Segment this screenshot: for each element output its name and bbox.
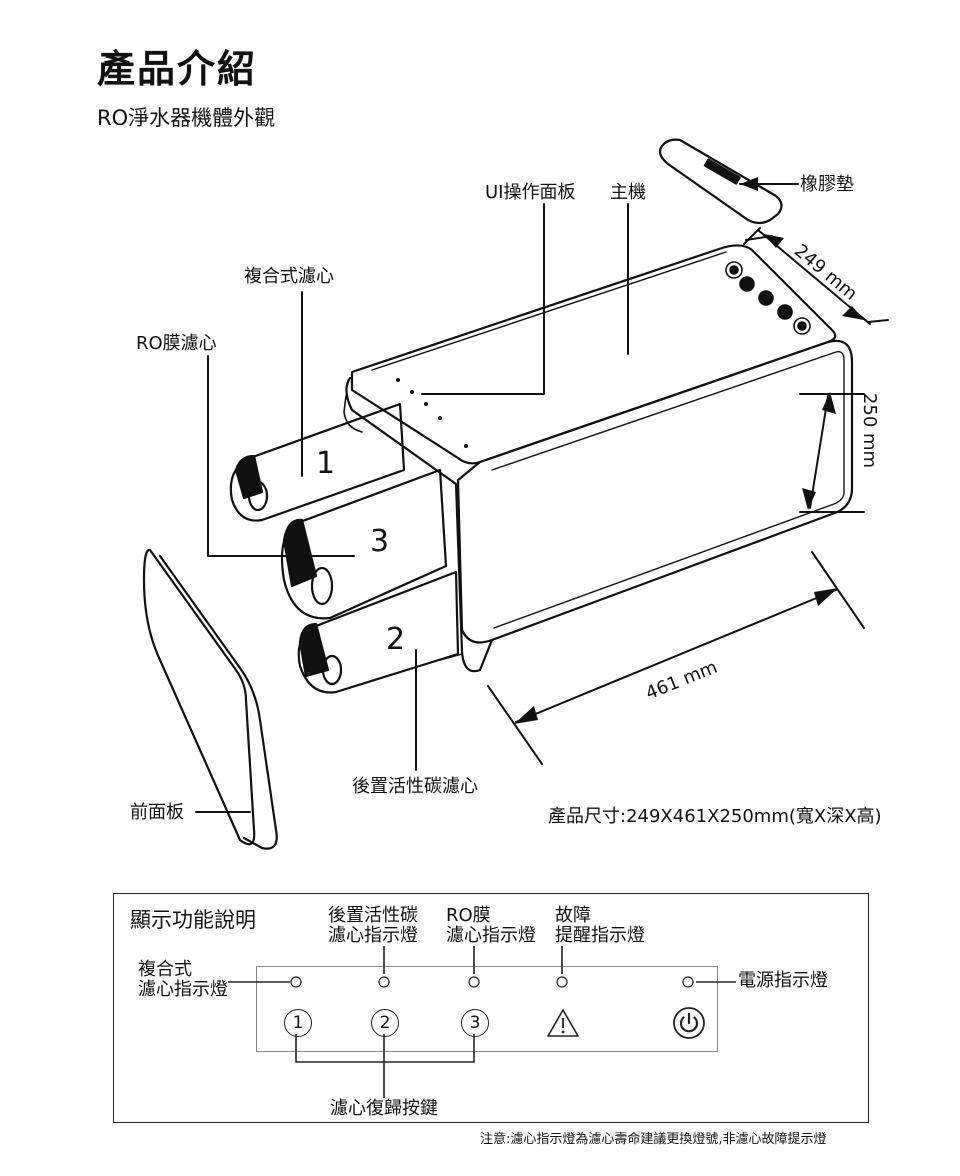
ro-filter-cylinder (280, 468, 448, 620)
dim-height: 250 mm (859, 392, 881, 469)
label-fault-light: 故障 提醒指示燈 (555, 905, 645, 946)
back-connectors (725, 261, 811, 335)
page-title: 產品介紹 (97, 47, 258, 91)
label-ro-light: RO膜 濾心指示燈 (446, 905, 536, 946)
main-unit-side (456, 339, 854, 644)
label-reset-buttons: 濾心復歸按鍵 (330, 1098, 438, 1119)
warning-icon (547, 1009, 579, 1037)
legend-heading: 顯示功能說明 (130, 908, 256, 932)
label-main-unit: 主機 (610, 182, 646, 203)
front-frame (345, 376, 494, 673)
control-panel-outline (256, 966, 718, 1052)
page-subtitle: RO淨水器機體外觀 (97, 106, 276, 130)
post-carbon-cylinder (297, 570, 460, 694)
label-carbon-light: 後置活性碳 濾心指示燈 (328, 905, 418, 946)
composite-filter-cylinder (229, 402, 406, 522)
number-1: 1 (316, 446, 336, 481)
product-illustration (142, 138, 889, 850)
reset-button-3[interactable]: 3 (461, 1009, 489, 1037)
label-ui-panel: UI操作面板 (485, 182, 576, 203)
indicator-dots (396, 378, 468, 448)
rubber-pad (658, 138, 783, 225)
label-composite-light: 複合式 濾心指示燈 (138, 959, 228, 1000)
front-panel-plate (142, 548, 256, 846)
number-2: 2 (386, 622, 406, 657)
label-post-carbon: 後置活性碳濾心 (352, 776, 478, 797)
size-spec: 產品尺寸:249X461X250mm(寬X深X高) (548, 806, 882, 827)
label-power-light: 電源指示燈 (738, 970, 828, 991)
main-unit-top (350, 244, 837, 465)
label-front-panel: 前面板 (130, 802, 184, 823)
reset-button-1[interactable]: 1 (284, 1009, 312, 1037)
reset-button-2[interactable]: 2 (371, 1009, 399, 1037)
label-ro-filter: RO膜濾心 (136, 333, 217, 354)
power-icon[interactable] (672, 1006, 706, 1040)
label-rubber-pad: 橡膠墊 (800, 174, 854, 195)
number-3: 3 (370, 524, 390, 559)
label-composite-filter: 複合式濾心 (244, 266, 334, 287)
display-legend-box (113, 893, 869, 1123)
legend-note: 注意:濾心指示燈為濾心壽命建議更換燈號,非濾心故障提示燈 (480, 1132, 827, 1147)
